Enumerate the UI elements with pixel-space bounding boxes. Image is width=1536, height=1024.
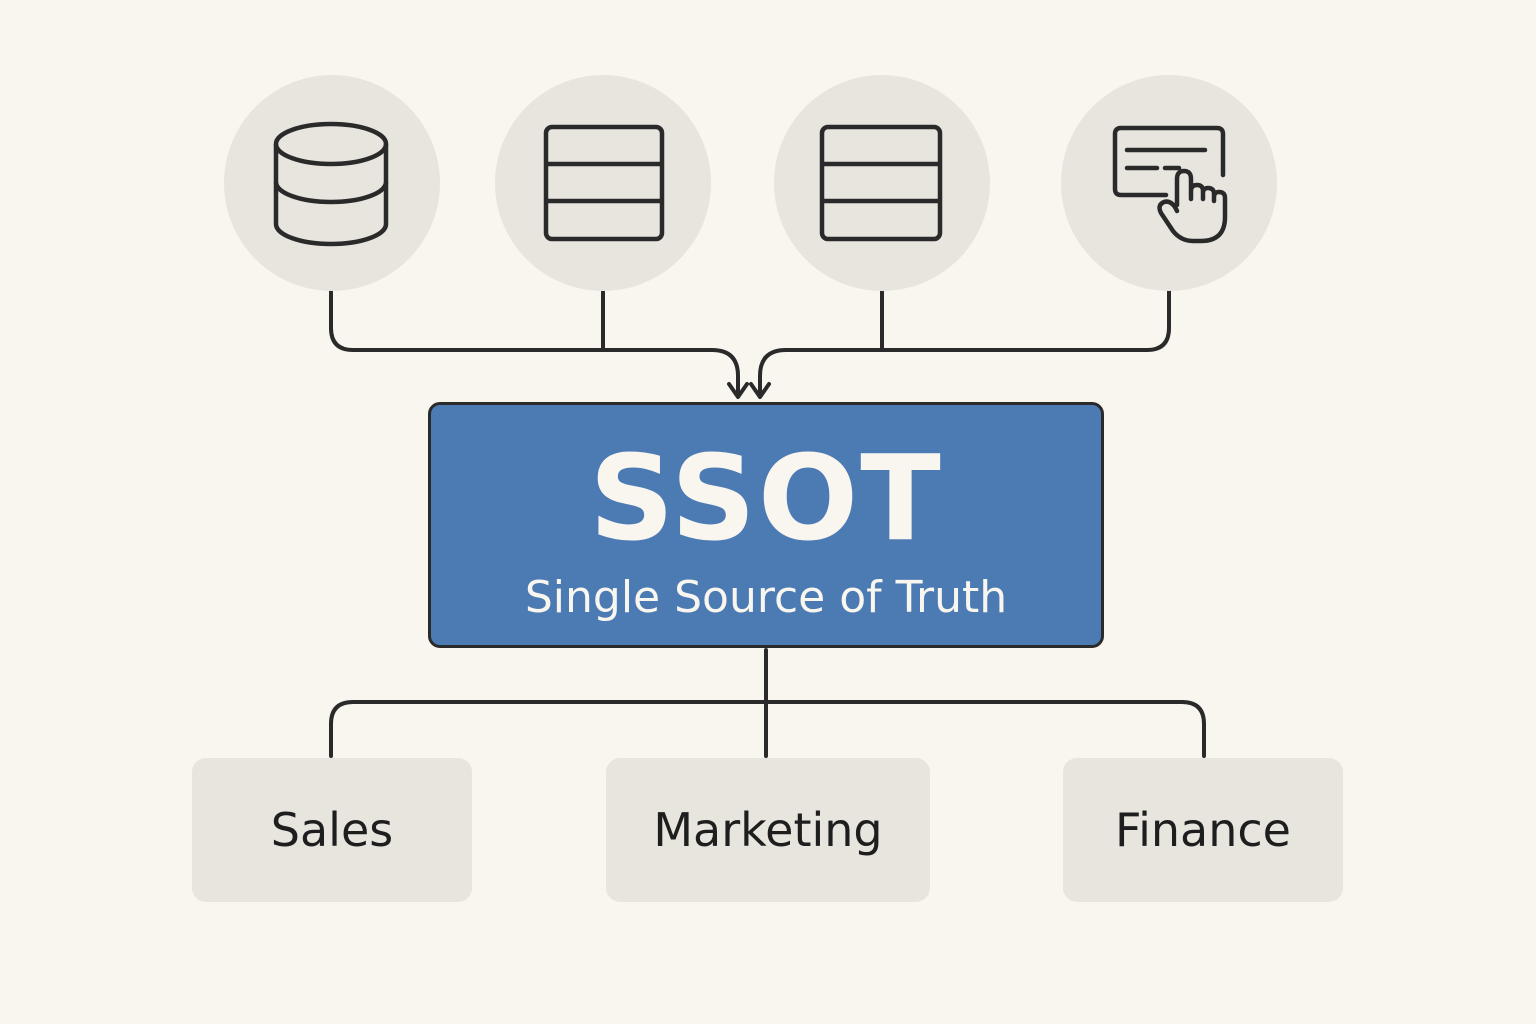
source-database (224, 75, 440, 291)
source-form (1061, 75, 1277, 291)
ssot-hub: SSOT Single Source of Truth (428, 402, 1104, 648)
source-table-2 (774, 75, 990, 291)
target-label: Marketing (653, 803, 883, 857)
hub-title: SSOT (589, 429, 943, 567)
target-marketing: Marketing (606, 758, 930, 902)
target-label: Sales (270, 803, 394, 857)
source-table-1 (495, 75, 711, 291)
connector-target-bus (329, 700, 1206, 758)
target-finance: Finance (1063, 758, 1343, 902)
database-icon (273, 121, 389, 247)
connector-source-1 (329, 288, 740, 398)
table-icon (819, 124, 943, 242)
target-sales: Sales (192, 758, 472, 902)
hub-subtitle: Single Source of Truth (524, 572, 1008, 623)
target-label: Finance (1115, 803, 1291, 857)
table-icon (543, 124, 665, 242)
arrowhead-left (727, 382, 749, 399)
form-click-icon (1112, 125, 1228, 244)
connector-source-4 (758, 288, 1171, 398)
arrowhead-right (749, 382, 771, 399)
